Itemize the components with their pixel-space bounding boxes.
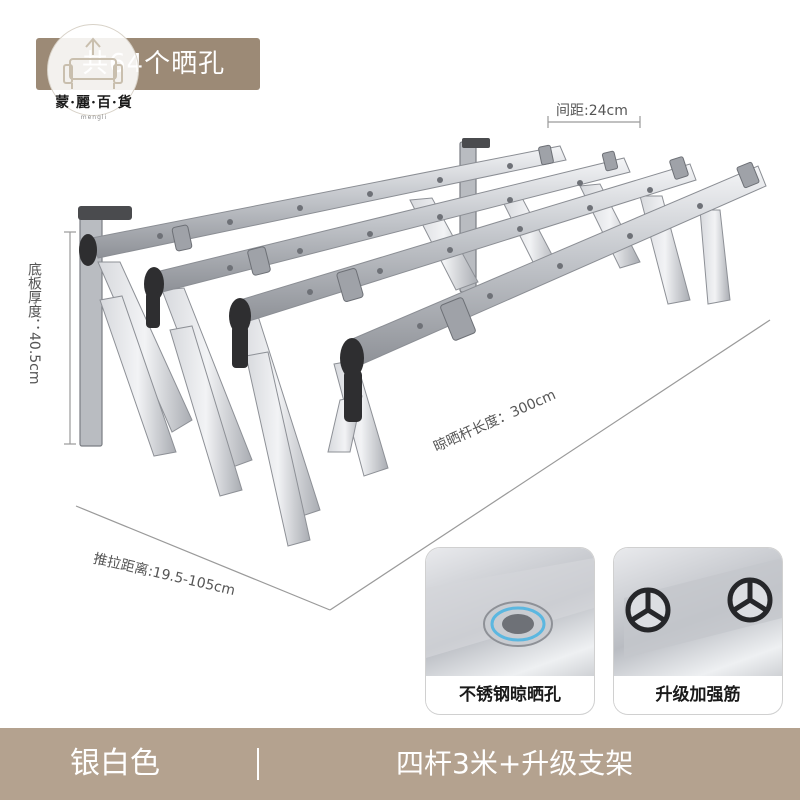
thickness-label: 底板厚度：40.5cm (26, 262, 42, 385)
eyelet-hole-icon (426, 558, 594, 658)
detail-label: 不锈钢晾晒孔 (426, 676, 594, 714)
color-option: 银白色 (70, 746, 160, 781)
divider (257, 748, 259, 780)
spec-option: 四杆3米+升级支架 (396, 747, 634, 780)
detail-reinforcement-rib: 升级加强筋 (614, 548, 782, 714)
spacing-label: 间距:24cm (556, 103, 628, 119)
detail-label: 升级加强筋 (614, 676, 782, 714)
sofa-icon (63, 37, 123, 89)
tube-rib-icon (624, 558, 782, 658)
store-logo: 蒙·麗·百·貨 mengli (35, 20, 153, 132)
variant-bar: 银白色 四杆3米+升级支架 (0, 728, 800, 800)
logo-emblem (47, 24, 139, 116)
logo-subtext: mengli (80, 114, 108, 121)
logo-text: 蒙·麗·百·貨 (55, 95, 133, 111)
detail-stainless-hole: 不锈钢晾晒孔 (426, 548, 594, 714)
